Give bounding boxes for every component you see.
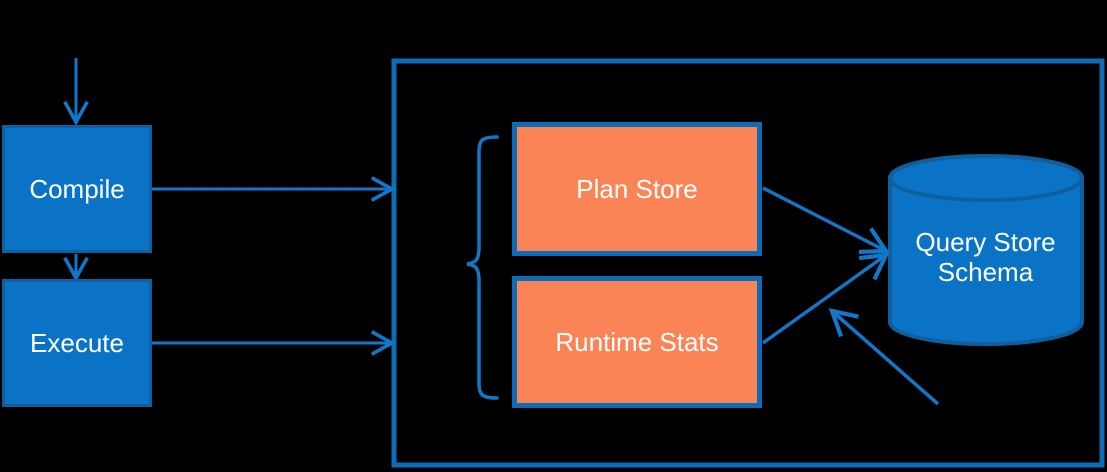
node-plan-store[interactable]: Plan Store (512, 122, 762, 256)
node-query-store-schema-label-line1: Query Store (915, 226, 1056, 257)
node-query-store-schema[interactable]: Query Store Schema (888, 158, 1083, 342)
connector-external-to-schema (828, 308, 940, 406)
node-compile-label: Compile (29, 173, 125, 204)
node-execute-label: Execute (30, 327, 124, 358)
connector-runtime-stats-to-schema (761, 252, 890, 345)
node-compile[interactable]: Compile (2, 125, 152, 253)
node-query-store-schema-label-line2: Schema (937, 257, 1034, 287)
node-execute[interactable]: Execute (2, 279, 152, 407)
node-runtime-stats-label: Runtime Stats (555, 326, 719, 357)
store-group-brace (466, 135, 499, 400)
node-runtime-stats[interactable]: Runtime Stats (512, 276, 762, 408)
node-plan-store-label: Plan Store (576, 173, 698, 204)
connector-plan-store-to-schema (762, 186, 890, 255)
query-store-boundary (391, 58, 1105, 468)
query-store-schema-cylinder (888, 154, 1084, 346)
